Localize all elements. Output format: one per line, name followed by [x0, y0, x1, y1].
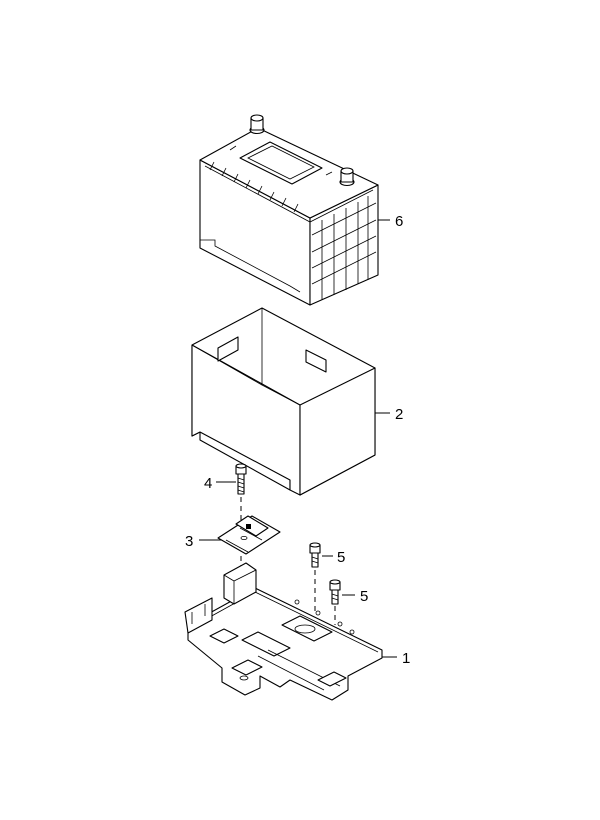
- callout-3: 3: [185, 533, 193, 550]
- tray-bolt-b: [329, 579, 341, 605]
- callout-2: 2: [395, 406, 403, 423]
- callout-5b: 5: [360, 588, 368, 605]
- battery-clamp: [217, 515, 281, 555]
- callout-1: 1: [402, 650, 410, 667]
- negative-terminal: [339, 167, 355, 187]
- battery-cover: [191, 307, 376, 496]
- leader-lines: [199, 219, 397, 658]
- tray-bolt-a: [309, 542, 321, 568]
- callout-4: 4: [204, 475, 212, 492]
- battery: [199, 114, 379, 306]
- clamp-bolt: [235, 463, 247, 495]
- positive-terminal: [249, 114, 265, 135]
- callout-6: 6: [395, 213, 403, 230]
- battery-tray: [184, 562, 383, 701]
- callout-5a: 5: [337, 549, 345, 566]
